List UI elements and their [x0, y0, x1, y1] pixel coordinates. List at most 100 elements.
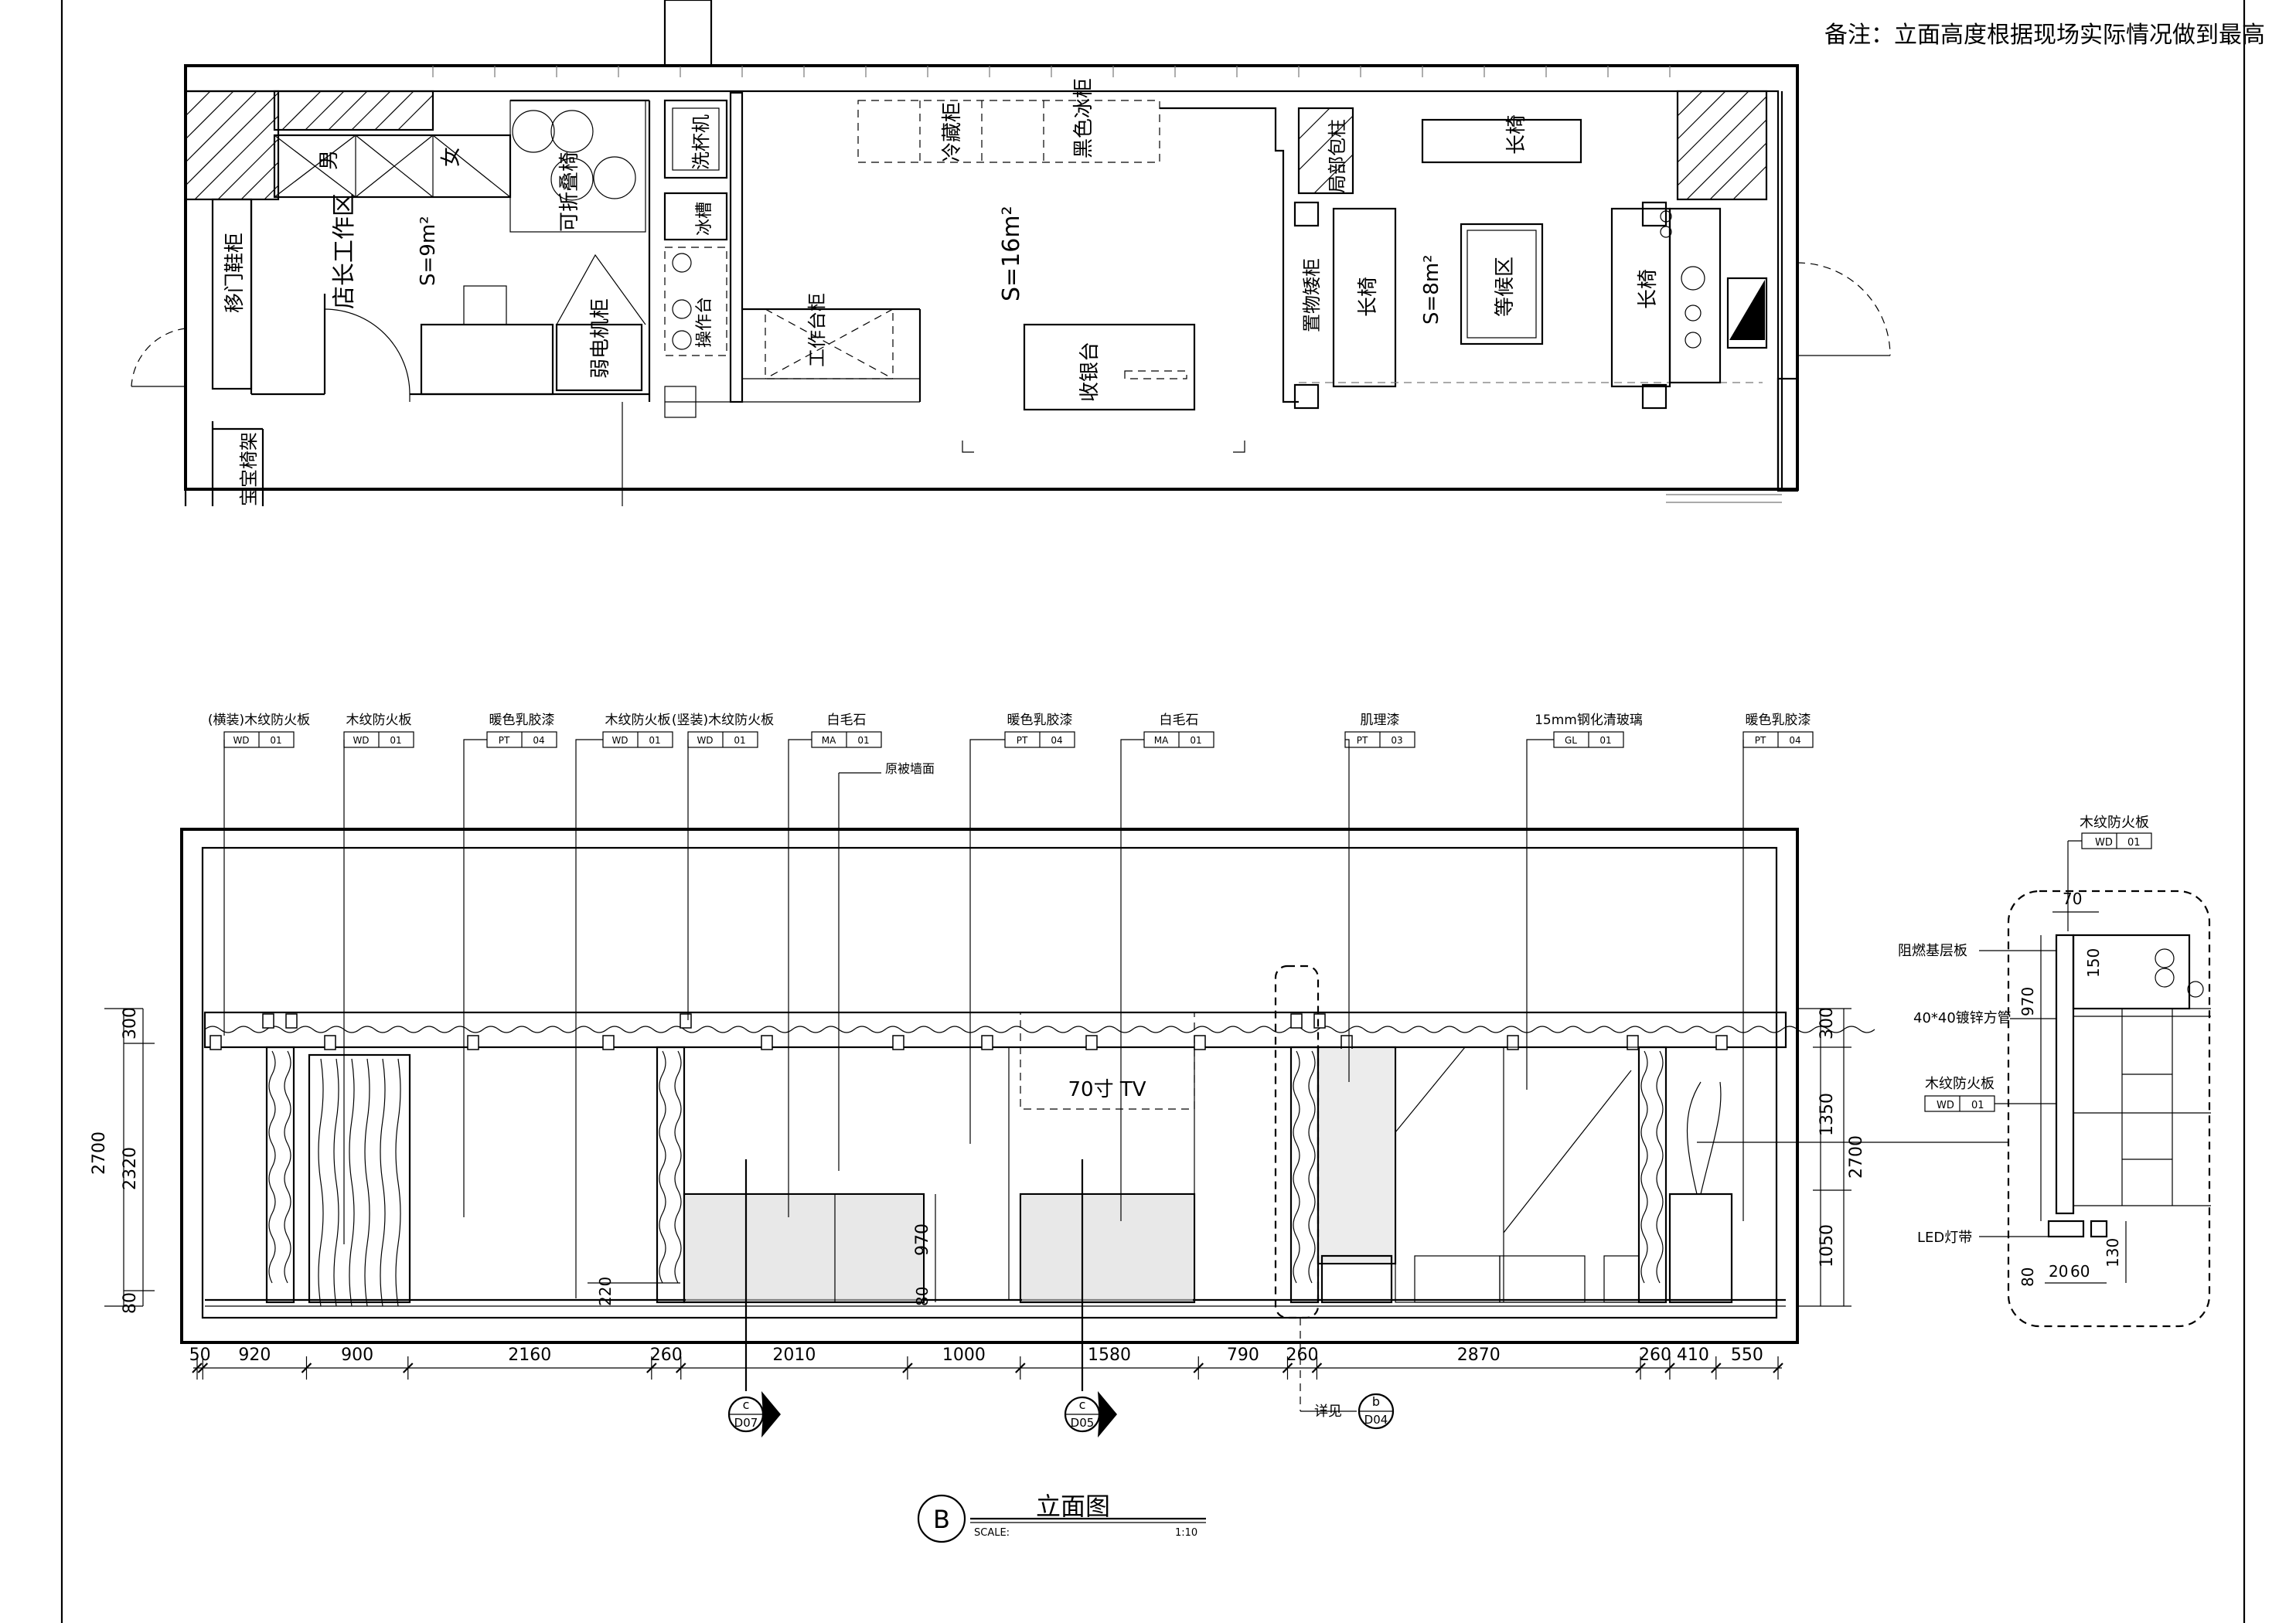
material-tag-name: 肌理漆 [1361, 713, 1400, 728]
bench-left [1332, 207, 1397, 388]
detail-dim-150: 150 [2084, 948, 2103, 978]
pillar-1 [265, 1046, 295, 1304]
elevation-title: B 立面图 SCALE: 1:10 [917, 1492, 1206, 1543]
label-bench-1: 长椅 [1357, 277, 1380, 317]
label-male: 男 [318, 150, 341, 170]
detail-label-led: LED灯带 [1917, 1230, 1972, 1246]
detail-callout [1274, 965, 1320, 1319]
washer [663, 99, 728, 179]
label-operation-table: 操作台 [695, 297, 714, 348]
original-wall-label: 原被墙面 [885, 761, 935, 776]
dim-label: 50 [189, 1346, 211, 1365]
label-shoe-cabinet: 移门鞋柜 [223, 233, 247, 313]
dim-label: 1000 [942, 1346, 986, 1365]
corner-marks [962, 441, 1245, 453]
hatch-top [281, 90, 434, 131]
label-ice-tank: 冰槽 [695, 202, 714, 236]
detail-dim-70: 70 [2063, 890, 2082, 908]
material-tag-name: 白毛石 [1160, 713, 1199, 728]
fridge-row [857, 100, 1160, 163]
hatched-block-left [184, 90, 280, 201]
elevation-outer-frame [180, 828, 1799, 1344]
detail-dim-970: 970 [2018, 987, 2037, 1016]
label-washer: 洗杯机 [690, 114, 712, 170]
material-tag-code: PT [1357, 735, 1368, 746]
label-folding-chair: 可折叠椅 [558, 151, 581, 232]
label-storage-cabinet: 置物矮柜 [1301, 258, 1323, 332]
label-waiting-area: 等候区 [1494, 257, 1517, 317]
detail-label-fire-board: 阻燃基层板 [1898, 943, 1967, 959]
label-partial-column: 局部包柱 [1327, 119, 1348, 193]
material-tag-code: WD [233, 735, 249, 746]
section-mark-1: c D07 [727, 1391, 781, 1438]
material-tag-code: PT [1017, 735, 1028, 746]
dim-label: 260 [1639, 1346, 1671, 1365]
top-column [663, 0, 713, 67]
detail-wood-num: 01 [1971, 1100, 1984, 1111]
detail-tag-num: 01 [2127, 837, 2141, 849]
material-tag-code: WD [353, 735, 369, 746]
hatched-block-right [1676, 90, 1768, 201]
window-ticks [432, 66, 1671, 77]
dim-left-total: 2700 [90, 1131, 109, 1175]
operation-table [664, 247, 727, 356]
section-mark-2: c D05 [1064, 1391, 1117, 1438]
label-black-fridge: 黑色冰柜 [1072, 78, 1095, 158]
section-mark-2-sheet: D05 [1071, 1416, 1095, 1430]
material-tag-name: 木纹防火板 [346, 713, 412, 728]
dim-label: 790 [1227, 1346, 1259, 1365]
dim-label: 2010 [772, 1346, 816, 1365]
wood-grain-band [204, 1026, 1875, 1033]
bar-wall [729, 91, 744, 403]
material-tag-name: 暖色乳胶漆 [1746, 713, 1811, 728]
section-mark-2-letter: c [1079, 1397, 1086, 1412]
plant [1686, 1081, 1722, 1195]
material-tag-name: 木纹防火板 [605, 713, 671, 728]
detail-section: 木纹防火板 WD 01 阻燃基层板 40*40镀锌方管 木纹防火板 WD 01 … [1898, 815, 2211, 1328]
label-manager-area: 店长工作区 [331, 193, 358, 309]
material-tag-name: (横装)木纹防火板 [208, 713, 310, 728]
label-fridge-cabinet: 冷藏柜 [941, 102, 964, 162]
detail-dim-20: 20 [2049, 1262, 2068, 1281]
detail-label-wood-board: 木纹防火板 [1925, 1076, 1995, 1092]
hatch-left [185, 90, 279, 200]
material-tag-code: WD [697, 735, 713, 746]
left-door-arc [131, 328, 186, 387]
material-tag-code: GL [1565, 735, 1577, 746]
right-door-arc [1797, 262, 1891, 356]
material-tag-num: 01 [1190, 735, 1201, 746]
tv-outline [1020, 1012, 1195, 1110]
material-tag-leader [969, 739, 1005, 1144]
stone-block-1 [683, 1193, 925, 1304]
dim-label: 260 [1286, 1346, 1318, 1365]
kiosk [1668, 207, 1722, 384]
detail-label-square-tube: 40*40镀锌方管 [1913, 1010, 2012, 1026]
dim-label: 550 [1731, 1346, 1763, 1365]
material-tag-num: 01 [649, 735, 660, 746]
material-tag-name: 15mm钢化清玻璃 [1535, 713, 1643, 728]
detail-tag-name: 木纹防火板 [2080, 815, 2149, 831]
detail-wood-code: WD [1937, 1100, 1954, 1111]
right-partition [1160, 107, 1299, 403]
dim-right-lower: 1050 [1817, 1224, 1837, 1267]
scale-value: 1:10 [1175, 1527, 1197, 1539]
dim-label: 410 [1677, 1346, 1709, 1365]
note-text: 备注：立面高度根据现场实际情况做到最高 [1824, 22, 2265, 49]
section-mark-1-letter: c [743, 1397, 750, 1412]
material-tag-num: 01 [270, 735, 281, 746]
material-tag-leader [575, 739, 603, 1298]
dim-left-upper: 300 [121, 1007, 140, 1039]
material-tag-num: 03 [1391, 735, 1402, 746]
material-tag-name: (竖装)木纹防火板 [672, 713, 774, 728]
material-tag-code: MA [822, 735, 836, 746]
elevation-inner-frame [201, 846, 1778, 1319]
material-tag-code: MA [1154, 735, 1169, 746]
dim-right-total: 2700 [1847, 1135, 1866, 1179]
wood-door [308, 1053, 411, 1304]
detail-frame [2007, 890, 2211, 1328]
label-baby-seat-rack: 宝宝椅架 [238, 432, 260, 506]
detail-tag-code: WD [2095, 837, 2113, 849]
label-cashier: 收银台 [1078, 342, 1102, 402]
